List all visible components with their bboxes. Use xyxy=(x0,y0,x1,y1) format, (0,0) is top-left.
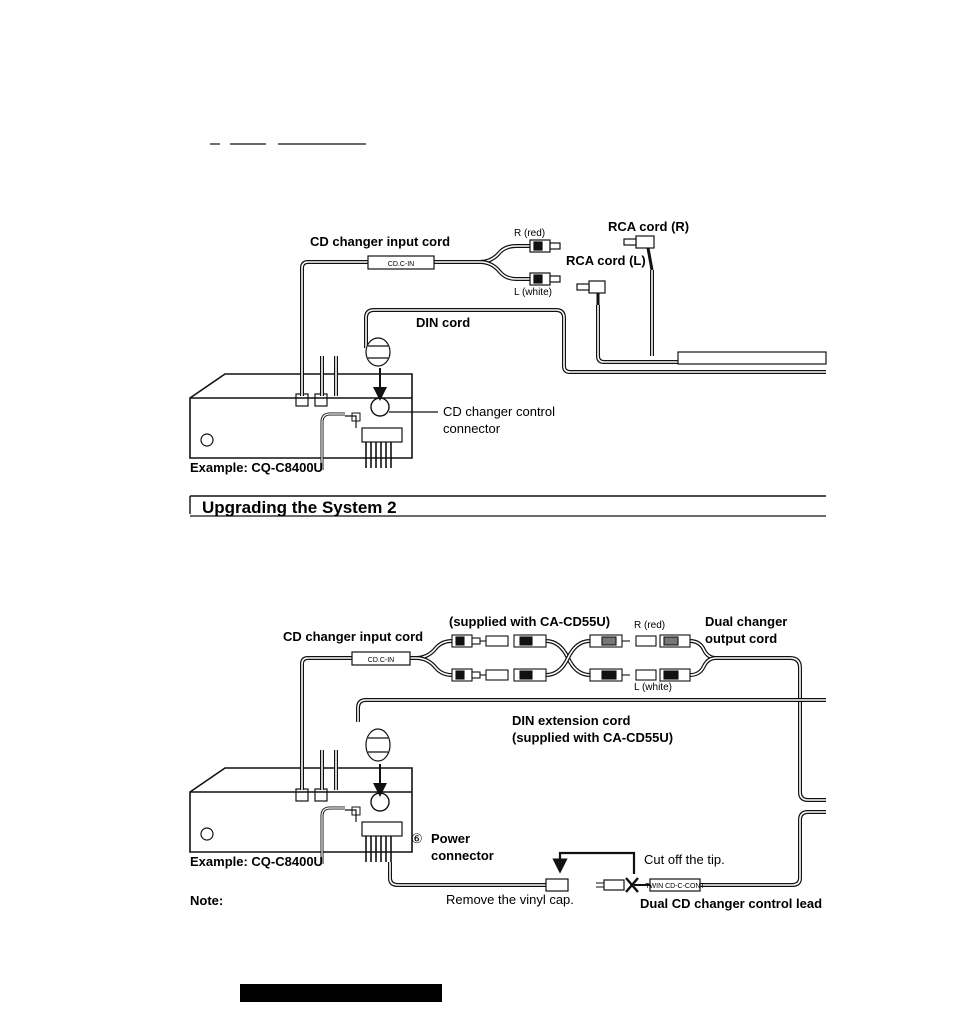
label-l-white-top: L (white) xyxy=(514,287,552,298)
power-lead xyxy=(388,862,546,887)
label-r-red-bottom: R (red) xyxy=(634,620,665,631)
label-note: Note: xyxy=(190,893,223,908)
cut-arrow xyxy=(552,851,636,874)
top-diagram: CD.C-IN xyxy=(189,219,827,475)
label-cut-tip: Cut off the tip. xyxy=(644,852,725,867)
label-rca-r: RCA cord (R) xyxy=(608,219,689,234)
label-control-connector-1: CD changer control xyxy=(443,404,555,419)
label-dual-lead: Dual CD changer control lead xyxy=(640,896,822,911)
twin-tag: TWIN CD-C-CONT xyxy=(645,883,705,890)
label-l-white-bottom: L (white) xyxy=(634,682,672,693)
rca-plug-chain xyxy=(451,634,691,682)
head-unit-top xyxy=(189,373,413,470)
redaction-bar xyxy=(240,984,442,1002)
cdc-in-tag-box-bottom xyxy=(351,651,411,666)
label-power-2: connector xyxy=(431,848,494,863)
cdc-in-tag-top: CD.C-IN xyxy=(388,261,414,268)
label-control-connector-2: connector xyxy=(443,421,501,436)
label-supplied: (supplied with CA-CD55U) xyxy=(449,614,610,629)
rca-bundle-top xyxy=(677,351,827,365)
label-rca-l: RCA cord (L) xyxy=(566,253,646,268)
section-heading-text: Upgrading the System 2 xyxy=(202,498,397,517)
label-dual-output-2: output cord xyxy=(705,631,777,646)
label-cdc-input-cord-bottom: CD changer input cord xyxy=(283,629,423,644)
cdc-in-tag-box-top xyxy=(367,255,435,270)
label-din-ext-1: DIN extension cord xyxy=(512,713,631,728)
din-cord-top xyxy=(364,270,826,374)
bottom-diagram: CD.C-IN xyxy=(189,614,826,911)
label-din-cord: DIN cord xyxy=(416,315,470,330)
cdc-in-tag-bottom: CD.C-IN xyxy=(368,657,394,664)
section-heading: Upgrading the System 2 xyxy=(189,495,826,517)
label-power-1: Power xyxy=(431,831,470,846)
label-cdc-input-cord-top: CD changer input cord xyxy=(310,234,450,249)
label-remove-cap: Remove the vinyl cap. xyxy=(446,892,574,907)
din-plug-bottom xyxy=(365,728,391,762)
label-example-bottom: Example: CQ-C8400U xyxy=(190,854,323,869)
label-r-red-top: R (red) xyxy=(514,228,545,239)
din-plug-top xyxy=(365,337,391,367)
cdc-input-cord-bottom xyxy=(300,639,826,802)
label-example-top: Example: CQ-C8400U xyxy=(190,460,323,475)
rca-plugs-top xyxy=(529,235,655,305)
dual-control-lead xyxy=(596,810,826,893)
label-power-num: ⑥ xyxy=(411,831,423,846)
label-dual-output-1: Dual changer xyxy=(705,614,787,629)
label-din-ext-2: (supplied with CA-CD55U) xyxy=(512,730,673,745)
cdc-input-cord-top xyxy=(300,244,530,396)
cut-mark-icon xyxy=(625,877,639,893)
vinyl-cap xyxy=(545,878,569,892)
din-extension-cord xyxy=(356,698,826,722)
